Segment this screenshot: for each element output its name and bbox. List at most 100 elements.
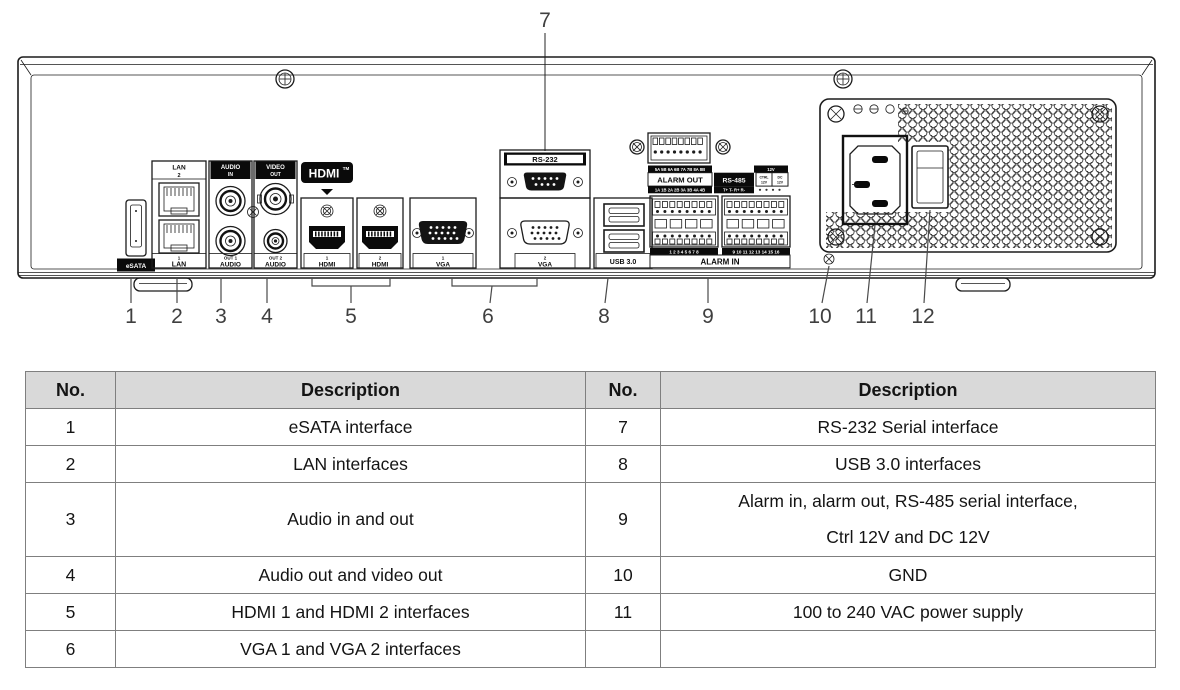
audio-top-label: AUDIO: [221, 165, 241, 171]
table-cell: 4: [25, 556, 116, 594]
table-cell: [660, 630, 1156, 668]
chassis-foot-left: [133, 277, 193, 292]
12v-header-label: 12V: [767, 167, 775, 172]
table-cell: LAN interfaces: [115, 445, 586, 483]
hdmi2-number: 2: [379, 256, 382, 261]
lan-bottom-label: LAN: [172, 262, 186, 269]
rs485-label: RS-485: [722, 177, 745, 184]
hdmi-logo: HDMI TM: [301, 162, 353, 195]
table-cell: USB 3.0 interfaces: [660, 445, 1156, 483]
callout-9: 9: [702, 305, 714, 328]
table-row: 1 eSATA interface 7 RS-232 Serial interf…: [25, 408, 1156, 446]
psu-screw-icon: [827, 228, 845, 246]
description-table-section: No. Description No. Description 1 eSATA …: [25, 371, 1156, 668]
table-cell: Alarm in, alarm out, RS-485 serial inter…: [660, 482, 1156, 557]
table-cell: 7: [585, 408, 661, 446]
alarm-in-labels: 1 2 3 4 5 6 7 8 9 10 11 12 13 14 15 16 A…: [649, 248, 791, 269]
alarm-out-label: ALARM OUT: [657, 175, 703, 184]
usb3-ports: USB 3.0: [593, 197, 653, 269]
table-cell: 3: [25, 482, 116, 557]
svg-text:12V: 12V: [777, 181, 784, 185]
vga2-port: 2 VGA: [499, 197, 591, 269]
vga1-label: VGA: [436, 262, 450, 269]
vent-grille: [948, 104, 1112, 248]
alarm-in-block: [721, 195, 791, 248]
rj45-port: [158, 219, 200, 254]
screw-icon: [247, 206, 259, 218]
alarm-out-bottom-numbers: 1A 1B 2A 2B 3A 3B 4A 4B: [655, 188, 705, 193]
leader-lines: [130, 209, 931, 304]
table-header-row: No. Description No. Description: [25, 371, 1156, 409]
callout-8: 8: [598, 305, 610, 328]
bnc-connector: [257, 182, 294, 216]
table-cell: 11: [585, 593, 661, 631]
audio-in-ports: AUDIO IN OUT 1 AUDIO: [208, 160, 253, 269]
alarm-in-numbers-left: 1 2 3 4 5 6 7 8: [669, 249, 699, 254]
table-row: 3 Audio in and out 9 Alarm in, alarm out…: [25, 482, 1156, 557]
vga2-number: 2: [544, 256, 547, 261]
lan-ports: LAN 2: [151, 160, 207, 269]
vga2-label: VGA: [538, 262, 552, 269]
psu-screw-icon: [827, 105, 845, 123]
table-cell: HDMI 1 and HDMI 2 interfaces: [115, 593, 586, 631]
vent-grille: [826, 212, 950, 248]
lan-top-number: 2: [177, 173, 180, 179]
callout-3: 3: [215, 305, 227, 328]
vga1-number: 1: [442, 256, 445, 261]
alarm-in-numbers-right: 9 10 11 12 13 14 15 16: [732, 249, 779, 254]
video-top-sublabel: OUT: [270, 172, 281, 178]
hdmi2-label: HDMI: [372, 262, 389, 269]
callout-4: 4: [261, 305, 273, 328]
callout-7: 7: [539, 9, 551, 32]
hdmi1-label: HDMI: [319, 262, 336, 269]
alarm-out-labels: 5A 5B 6A 6B 7A 7B 8A 8B ALARM OUT 1A 1B …: [647, 165, 789, 194]
rca-jack: [263, 228, 288, 254]
table-row: 4 Audio out and video out 10 GND: [25, 556, 1156, 594]
audio-out1-label: AUDIO: [220, 262, 241, 269]
table-row: 6 VGA 1 and VGA 2 interfaces: [25, 630, 1156, 668]
hdmi-logo-tm: TM: [343, 166, 350, 171]
hdmi1-port: 1 HDMI: [300, 197, 354, 269]
hdmi2-port: 2 HDMI: [356, 197, 404, 269]
callout-1: 1: [125, 305, 137, 328]
table-cell: VGA 1 and VGA 2 interfaces: [115, 630, 586, 668]
table-cell: 6: [25, 630, 116, 668]
table-cell: 100 to 240 VAC power supply: [660, 593, 1156, 631]
table-cell: 1: [25, 408, 116, 446]
alarm-out-connector: [629, 132, 731, 164]
svg-text:12V: 12V: [761, 181, 768, 185]
ctrl12v-label: CTRL: [759, 176, 768, 180]
video-out2-label: AUDIO: [265, 262, 286, 269]
rs485-pins-label: T+ T- R+ R-: [723, 188, 746, 193]
vga1-port: 1 VGA: [409, 197, 477, 269]
dc12v-label: DC: [778, 176, 783, 180]
callout-12: 12: [911, 305, 934, 328]
alarm-out-top-numbers: 5A 5B 6A 6B 7A 7B 8A 8B: [655, 167, 705, 172]
psu-screw-icon: [1091, 105, 1109, 123]
lan-top-label: LAN: [172, 165, 186, 172]
hdmi-pointer-icon: [321, 189, 333, 195]
description-table: No. Description No. Description 1 eSATA …: [25, 371, 1156, 668]
table-cell: eSATA interface: [115, 408, 586, 446]
callout-numbers: 1 2 3 4 5 6 8 9 10 11 12: [125, 305, 935, 328]
table-cell: 8: [585, 445, 661, 483]
table-cell: Audio in and out: [115, 482, 586, 557]
callout-2: 2: [171, 305, 183, 328]
rca-jack: [215, 225, 246, 257]
usb3-label: USB 3.0: [610, 259, 637, 266]
table-cell: GND: [660, 556, 1156, 594]
chassis: [17, 56, 1156, 292]
esata-port: eSATA: [117, 199, 155, 272]
table-row: 5 HDMI 1 and HDMI 2 interfaces 11 100 to…: [25, 593, 1156, 631]
audio-top-sublabel: IN: [228, 172, 233, 178]
rs232-port: RS-232: [499, 149, 591, 199]
panel-screw-icon: [275, 69, 295, 89]
psu-screw-icon: [1091, 228, 1109, 246]
video-out2-number: OUT 2: [269, 256, 283, 261]
panel-screw-icon: [833, 69, 853, 89]
power-supply-unit: [819, 98, 1117, 253]
table-header-cell: No.: [585, 371, 661, 409]
psu-fasteners: [853, 104, 909, 115]
audio-out1-number: OUT 1: [224, 256, 238, 261]
